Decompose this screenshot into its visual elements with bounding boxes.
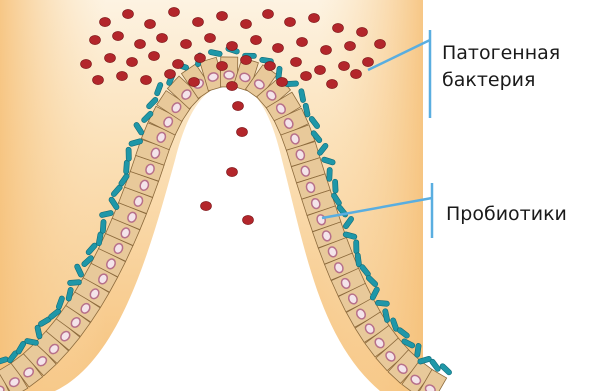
pathogenic-bacterium [251,35,262,44]
pathogenic-bacterium [117,71,128,80]
pathogenic-bacterium [285,17,296,26]
probiotic-rod [123,160,129,174]
pathogenic-bacterium [327,79,338,88]
pathogenic-bacterium [243,215,254,224]
pathogenic-bacterium [265,61,276,70]
pathogenic-bacterium [90,35,101,44]
pathogenic-bacterium [273,43,284,52]
pathogenic-bacterium [227,167,238,176]
pathogenic-bacterium [127,57,138,66]
probiotics-label: Пробиотики [446,201,567,228]
pathogenic-bacterium [169,7,180,16]
pathogenic-bacterium [193,17,204,26]
pathogenic-bacterium [217,61,228,70]
pathogenic-bacterium [201,201,212,210]
probiotic-rod [354,240,360,254]
pathogen-label-line2: бактерия [442,67,560,94]
pathogenic-bacterium [263,9,274,18]
pathogenic-bacterium [345,41,356,50]
pathogenic-bacterium [157,33,168,42]
pathogenic-bacterium [237,127,248,136]
pathogenic-bacterium [217,11,228,20]
pathogenic-bacterium [277,77,288,86]
pathogenic-bacterium [165,69,176,78]
pathogenic-bacterium [297,37,308,46]
probiotic-rod [375,300,389,306]
pathogenic-bacterium [181,39,192,48]
pathogenic-bacterium [195,53,206,62]
pathogenic-bacterium [321,45,332,54]
pathogenic-bacterium [205,33,216,42]
pathogenic-bacterium [233,101,244,110]
pathogenic-bacterium [100,17,111,26]
pathogenic-bacterium [351,69,362,78]
pathogenic-bacterium [173,59,184,68]
pathogenic-bacterium [141,75,152,84]
pathogenic-bacterium [189,77,200,86]
pathogenic-bacterium [123,9,134,18]
pathogenic-bacterium [301,71,312,80]
pathogen-label-line1: Патогенная [442,40,560,67]
pathogenic-bacterium [339,61,350,70]
probiotic-rod [126,147,132,161]
pathogenic-bacterium [363,57,374,66]
pathogenic-bacterium [333,23,344,32]
pathogenic-bacterium [149,51,160,60]
pathogenic-bacterium [241,19,252,28]
probiotic-rod [67,279,81,285]
probiotic-rod [439,363,453,376]
probiotic-rod [100,219,106,233]
pathogenic-bacterium [315,65,326,74]
pathogenic-bacterium [113,31,124,40]
pathogenic-bacterium [357,27,368,36]
pathogenic-bacterium [227,81,238,90]
probiotic-rod [327,167,333,181]
pathogenic-bacterium [93,75,104,84]
pathogenic-bacterium [81,59,92,68]
pathogenic-bacterium [291,57,302,66]
pathogenic-bacterium [105,53,116,62]
pathogen-label: Патогенная бактерия [442,40,560,94]
pathogenic-bacterium [309,13,320,22]
probiotic-rod [332,179,338,193]
pathogenic-bacterium [227,41,238,50]
pathogenic-bacterium [241,55,252,64]
pathogenic-bacterium [135,39,146,48]
pathogenic-bacterium [375,39,386,48]
pathogenic-bacterium [145,19,156,28]
